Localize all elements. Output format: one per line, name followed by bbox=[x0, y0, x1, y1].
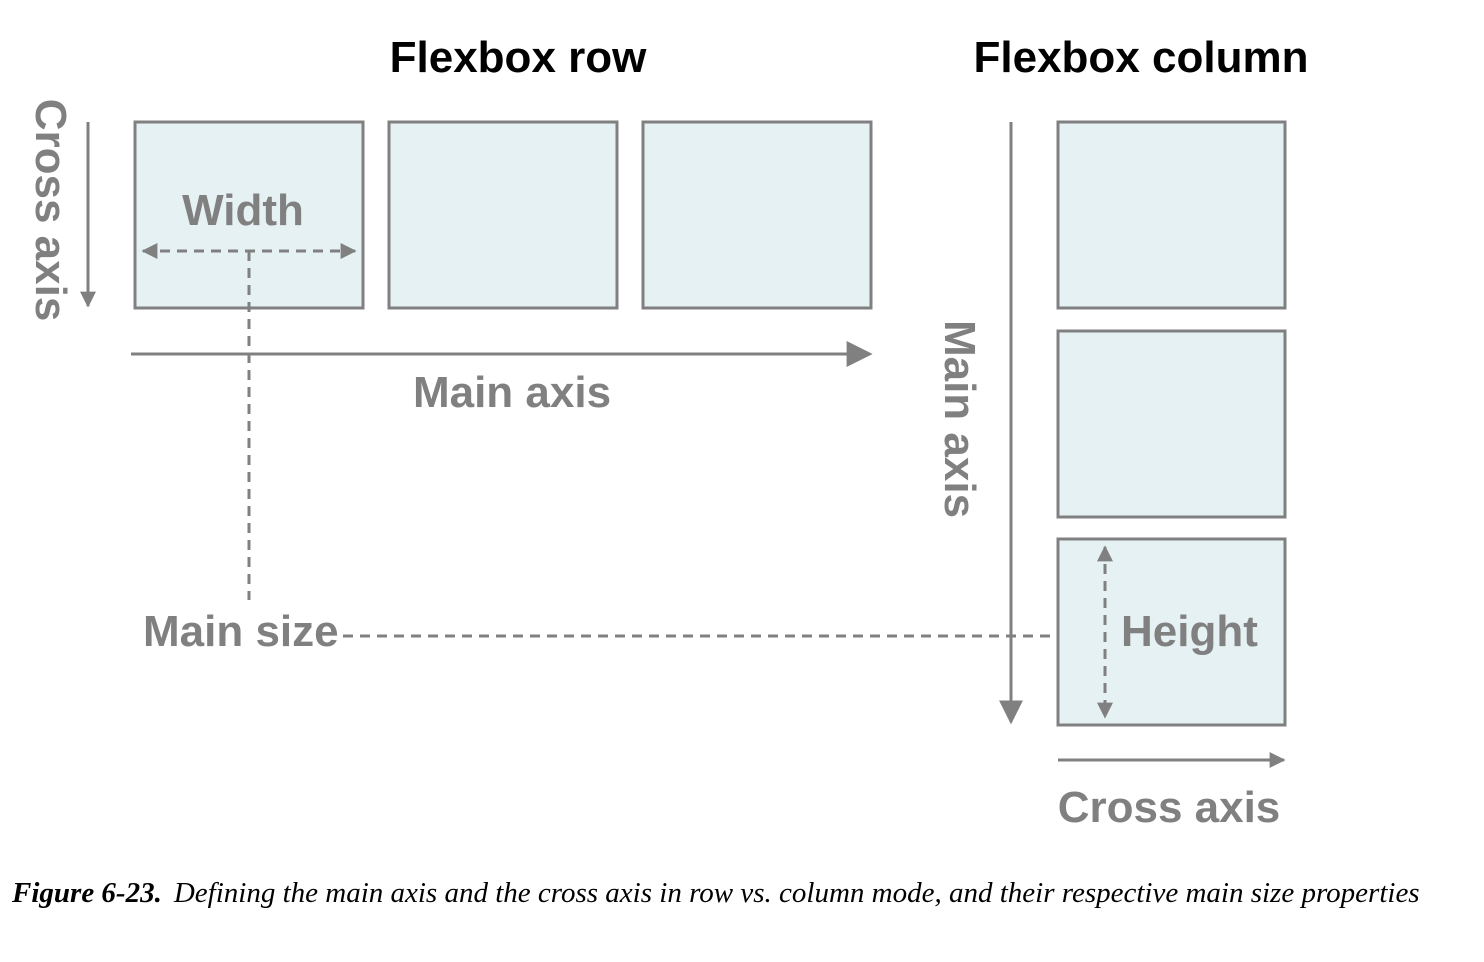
figure-number: Figure 6-23. bbox=[12, 877, 162, 909]
column-item-3 bbox=[1056, 537, 1287, 727]
flexbox-row-title: Flexbox row bbox=[390, 33, 647, 82]
row-item-3 bbox=[641, 120, 873, 310]
row-item-2 bbox=[387, 120, 619, 310]
flexbox-column-title: Flexbox column bbox=[974, 33, 1309, 82]
column-item-1 bbox=[1056, 120, 1287, 310]
main-size-label: Main size bbox=[143, 607, 339, 656]
figure-caption: Figure 6-23. Defining the main axis and t… bbox=[12, 874, 1474, 912]
caption-text: Defining the main axis and the cross axi… bbox=[173, 877, 1420, 909]
column-cross-axis-label: Cross axis bbox=[1058, 783, 1281, 832]
width-label: Width bbox=[182, 186, 304, 235]
height-label: Height bbox=[1121, 607, 1258, 656]
row-main-axis-label: Main axis bbox=[413, 368, 611, 417]
column-item-2 bbox=[1056, 329, 1287, 519]
row-cross-axis-label: Cross axis bbox=[26, 99, 75, 322]
column-main-axis-label: Main axis bbox=[935, 320, 984, 518]
